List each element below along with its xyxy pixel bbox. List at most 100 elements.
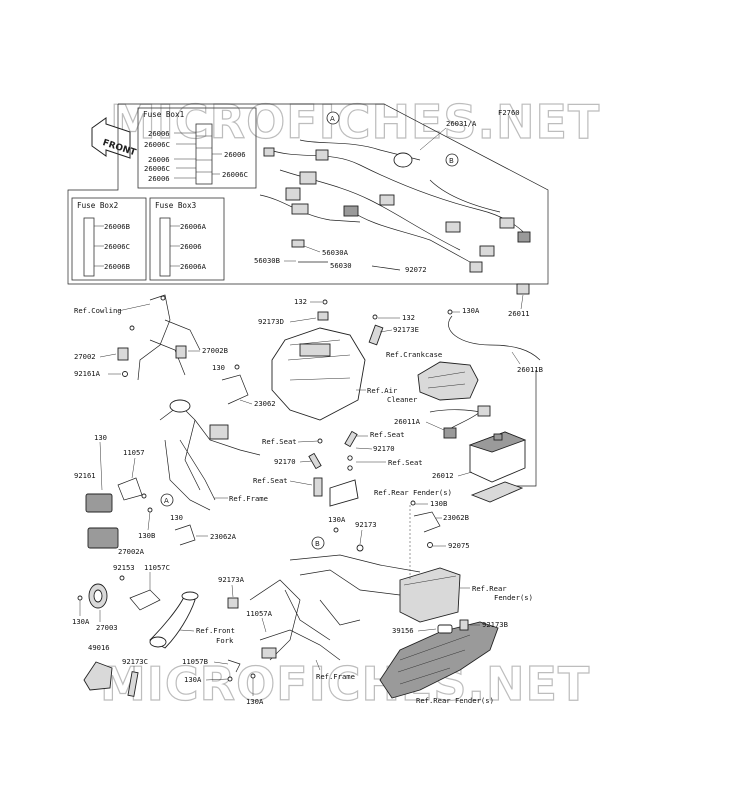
label-ref-seat-2: Ref.Seat (370, 430, 405, 439)
label-ref-frame-2: Ref.Frame (316, 672, 355, 681)
callout-a-bottom: A (160, 493, 174, 507)
main-wiring-harness (259, 139, 531, 273)
label-ref-cowling: Ref.Cowling (74, 306, 122, 315)
fuse-box1-left-2: 26006 (148, 155, 170, 164)
fuse-box3-item-0: 26006A (180, 222, 207, 231)
fuse-box3-item-1: 26006 (180, 242, 202, 251)
ecu-part (85, 493, 113, 513)
fuse-box2-item-0: 26006B (104, 222, 130, 231)
label-ref-rear-fender-2: Ref.Rear Fender(s) (416, 696, 494, 705)
label-26011a: 26011A (394, 417, 421, 426)
label-49016: 49016 (88, 643, 110, 652)
label-132-b: 132 (402, 313, 415, 322)
fuse-box1-title: Fuse Box1 (143, 110, 185, 119)
front-fork-part (149, 591, 199, 649)
label-92173a: 92173A (218, 575, 245, 584)
fuse-box3: Fuse Box3 26006A 26006 26006A (149, 197, 225, 281)
label-26011b: 26011B (517, 365, 543, 374)
air-cleaner-part (271, 327, 366, 421)
fuse-box1-left-0: 26006 (148, 129, 170, 138)
label-130a-a: 130A (72, 617, 90, 626)
fuse-box2-title: Fuse Box2 (77, 201, 118, 210)
crankcase-part (417, 361, 479, 401)
label-ref-seat-1: Ref.Seat (262, 437, 297, 446)
label-ref-crankcase: Ref.Crankcase (386, 350, 442, 359)
label-ref-seat-3: Ref.Seat (388, 458, 423, 467)
label-ref-air: Ref.Air (367, 386, 398, 395)
watermark-bottom: MICROFICHES.NET (100, 657, 590, 711)
fuse-box1-right-0: 26006 (224, 150, 246, 159)
label-130b-top: 130B (430, 499, 447, 508)
fuse-box1-left-1: 26006C (144, 140, 170, 149)
label-ref-frame-1: Ref.Frame (229, 494, 268, 503)
callout-b-top: B (445, 153, 459, 167)
label-11057b: 11057B (182, 657, 208, 666)
label-130a-c: 130A (328, 515, 346, 524)
fuse-box3-item-2: 26006A (180, 262, 207, 271)
label-92075: 92075 (448, 541, 470, 550)
frame-front-part (159, 399, 261, 511)
label-11057a: 11057A (246, 609, 273, 618)
battery-tray-part (399, 567, 461, 623)
label-ref-rear: Ref.Rear (472, 584, 507, 593)
label-130a-d: 130A (184, 675, 202, 684)
label-23062a: 23062A (210, 532, 237, 541)
label-26012: 26012 (432, 471, 454, 480)
label-56030a: 56030A (322, 248, 349, 257)
svg-text:A: A (330, 115, 335, 123)
label-56030: 56030 (330, 261, 352, 270)
fuse-box3-title: Fuse Box3 (155, 201, 196, 210)
label-11057c: 11057C (144, 563, 170, 572)
fuse-box2-item-1: 26006C (104, 242, 130, 251)
cowling-bracket-part (129, 294, 201, 381)
label-92173d: 92173D (258, 317, 284, 326)
watermark-top: MICROFICHES.NET (110, 95, 600, 149)
label-130-c: 130 (170, 513, 183, 522)
label-fenders: Fender(s) (494, 593, 533, 602)
fuse-box2: Fuse Box2 26006B 26006C 26006B (71, 197, 147, 281)
fuse-box1-left-4: 26006 (148, 174, 170, 183)
label-92170-a: 92170 (274, 457, 296, 466)
svg-text:B: B (315, 540, 320, 548)
diagram-code: F2760 (498, 108, 520, 117)
label-92170-b: 92170 (373, 444, 395, 453)
fuse-box1-right-1: 26006C (222, 170, 248, 179)
label-56030b: 56030B (254, 256, 280, 265)
label-92161a: 92161A (74, 369, 101, 378)
label-ref-rear-fender-1: Ref.Rear Fender(s) (374, 488, 452, 497)
label-92173b: 92173B (482, 620, 508, 629)
label-39156: 39156 (392, 626, 414, 635)
label-92153: 92153 (113, 563, 135, 572)
label-cleaner: Cleaner (387, 395, 418, 404)
label-130b: 130B (138, 531, 155, 540)
svg-text:A: A (164, 497, 169, 505)
label-92173c: 92173C (122, 657, 148, 666)
label-fork: Fork (216, 636, 234, 645)
svg-text:B: B (449, 157, 454, 165)
label-92072: 92072 (405, 265, 427, 274)
harness-group-outline (67, 103, 549, 285)
label-ref-seat-4: Ref.Seat (253, 476, 288, 485)
rear-fender-part (379, 621, 499, 699)
label-130a-e: 130A (246, 697, 264, 706)
label-27002b: 27002B (202, 346, 228, 355)
label-ref-front: Ref.Front (196, 626, 235, 635)
label-92161: 92161 (74, 471, 96, 480)
label-27002a: 27002A (118, 547, 145, 556)
label-130-a: 130 (212, 363, 225, 372)
label-26011: 26011 (508, 309, 530, 318)
frame-rear-part (249, 554, 421, 661)
cover-49016-part (83, 661, 113, 691)
fuse-box2-item-2: 26006B (104, 262, 130, 271)
label-27002: 27002 (74, 352, 96, 361)
label-23062: 23062 (254, 399, 276, 408)
label-11057: 11057 (123, 448, 145, 457)
label-132-a: 132 (294, 297, 307, 306)
battery-pad (470, 481, 524, 503)
callout-a-top: A (326, 111, 340, 125)
fuse-box1-left-3: 26006C (144, 164, 170, 173)
label-92173: 92173 (355, 520, 377, 529)
label-27003: 27003 (96, 623, 118, 632)
